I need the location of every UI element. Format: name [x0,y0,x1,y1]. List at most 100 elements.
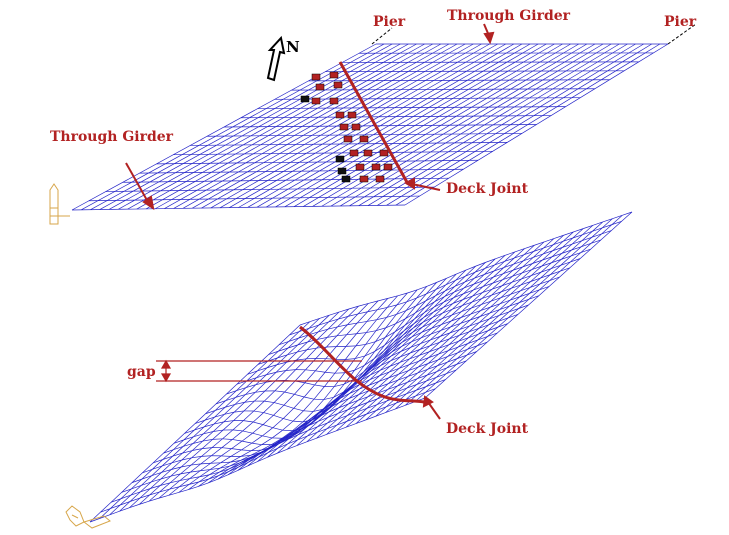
mesh-line [531,265,542,276]
mesh-line [286,445,298,450]
mesh-line [428,353,439,358]
mesh-line [192,448,203,451]
mesh-line [550,270,561,275]
mesh-line [141,469,153,480]
mesh-line [437,356,448,361]
mesh-line [489,303,501,314]
mesh-line [509,290,521,301]
mesh-line [601,218,613,229]
mesh-line [372,356,383,366]
mesh-line [419,345,431,356]
mesh-line [209,471,220,476]
mesh-line [601,224,613,235]
mesh-line [377,307,388,311]
mesh-line [541,256,553,267]
mesh-line [463,277,475,289]
mesh-line [328,407,339,413]
mesh-line [438,344,450,355]
mesh-line [326,418,338,429]
deck-joint-line-bottom [299,325,425,404]
mesh-line [422,316,433,323]
mesh-line [237,462,249,471]
mesh-line [394,330,405,339]
mesh-line [188,476,200,485]
mesh-line [262,424,273,429]
mesh-line [408,366,419,371]
mesh-line [431,324,442,329]
pier-left-label: Pier [373,14,406,30]
mesh-line [318,416,329,422]
mesh-line [207,133,522,137]
mesh-line [522,257,534,268]
mesh-line [364,358,375,366]
pier-right-dashline [667,23,697,45]
mesh-line [173,446,184,451]
mesh-line [477,336,488,347]
mesh-line [338,398,350,404]
mesh-line [592,227,603,232]
mesh-line [429,347,440,353]
mesh-line [346,423,357,428]
mesh-line [248,457,259,463]
mesh-line [277,354,288,359]
mesh-line [199,474,210,478]
mesh-line [562,237,573,242]
mesh-line [194,419,205,424]
mesh-line [299,419,310,427]
mesh-line [440,332,451,337]
mesh-line [468,333,479,339]
mesh-line [591,233,602,238]
mesh-line [511,278,522,283]
mesh-line [338,398,350,409]
mesh-line [561,249,572,260]
mesh-line [303,410,314,412]
mesh-line [148,491,160,502]
mesh-line [292,421,304,432]
wheel-load-marker [315,83,325,91]
mesh-line [268,344,280,355]
mesh-line [356,408,368,419]
mesh-line [499,299,511,310]
mesh-line [317,417,329,427]
mesh-line [355,419,367,424]
mesh-line [287,344,299,356]
wheel-load-marker [343,135,353,143]
mesh-line [451,311,462,316]
mesh-line [431,318,443,329]
mesh-line [445,364,457,374]
mesh-line [385,402,397,413]
mesh-line [349,388,360,394]
mesh-line [257,449,269,458]
mesh-line [318,411,329,422]
mesh-line [202,439,213,442]
mesh-line [581,236,592,241]
mesh-line [521,275,532,280]
mesh-line [376,406,387,411]
mesh-line [268,441,280,448]
mesh-line [431,312,443,323]
mesh-line [611,221,622,231]
mesh-line [337,324,348,328]
mesh-line [590,239,602,250]
mesh-line [241,432,253,442]
mesh-line [308,79,610,82]
wheel-load-marker [383,163,393,171]
mesh-line [417,369,428,374]
mesh-line [262,427,274,437]
mesh-line [501,276,513,286]
mesh-line [443,297,454,303]
mesh-line [297,430,309,441]
mesh-line [121,482,133,493]
mesh-line [308,318,320,329]
mesh-line [445,285,456,292]
mesh-line [278,435,289,442]
mesh-line [329,402,340,408]
mesh-line [384,323,396,338]
mesh-line [189,476,200,479]
mesh-line [198,478,209,483]
mesh-line [200,469,211,472]
mesh-line [307,426,318,431]
mesh-line [287,439,298,445]
mesh-line [396,393,407,398]
